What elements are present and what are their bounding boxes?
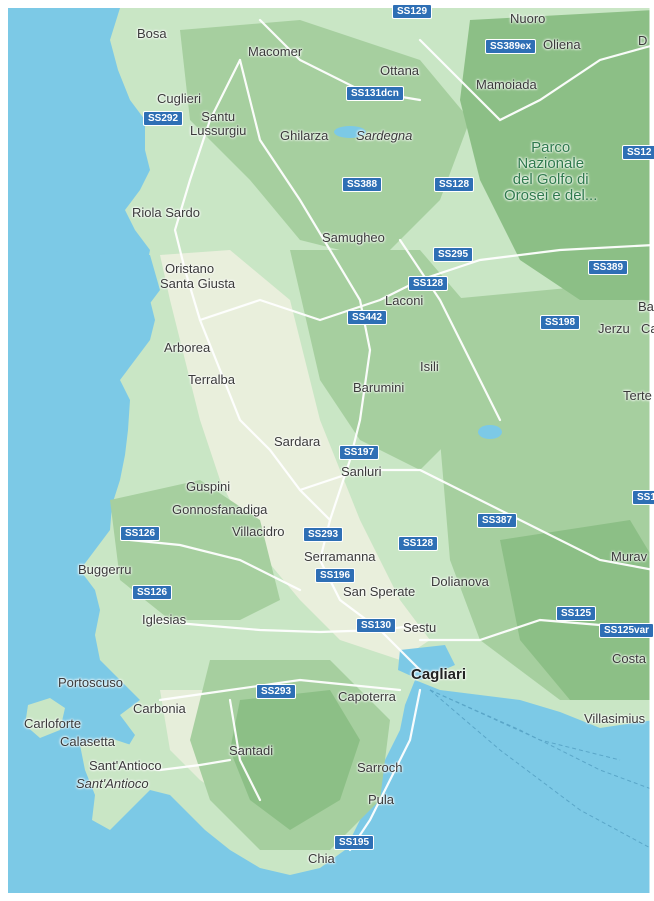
road-shield-ss128-laconi[interactable]: SS128 [408, 276, 449, 291]
stagno-cagliari [398, 645, 455, 680]
place-barumini[interactable]: Barumini [353, 380, 405, 395]
place-terte-cut[interactable]: Terte [623, 388, 652, 403]
place-oristano[interactable]: Oristano [165, 261, 215, 276]
place-ottana[interactable]: Ottana [380, 63, 420, 78]
lake-omodeo [334, 126, 366, 138]
place-ca-cut[interactable]: Ca [641, 321, 654, 336]
place-iglesias[interactable]: Iglesias [142, 612, 187, 627]
place-villacidro[interactable]: Villacidro [232, 524, 285, 539]
lake-flumendosa [478, 425, 502, 439]
place-bosa[interactable]: Bosa [137, 26, 167, 41]
place-oliena[interactable]: Oliena [543, 37, 581, 52]
island-label-sant-antioco[interactable]: Sant'Antioco [76, 776, 149, 791]
road-shield-ss125var[interactable]: SS125var [599, 623, 654, 638]
place-mamoiada[interactable]: Mamoiada [476, 77, 537, 92]
place-terralba[interactable]: Terralba [188, 372, 235, 387]
place-san-sperate[interactable]: San Sperate [343, 584, 416, 599]
place-sant-antioco[interactable]: Sant'Antioco [89, 758, 162, 773]
road-shield-ss389ex[interactable]: SS389ex [485, 39, 537, 54]
place-cagliari[interactable]: Cagliari [411, 666, 467, 683]
island-sant-antioco [80, 738, 160, 830]
place-santa-giusta[interactable]: Santa Giusta [160, 276, 236, 291]
road-shield-ss125[interactable]: SS125 [556, 606, 597, 621]
road-shield-ss293-carbonia[interactable]: SS293 [256, 684, 297, 699]
place-serramanna[interactable]: Serramanna [304, 549, 376, 564]
place-gonnosfanadiga[interactable]: Gonnosfanadiga [172, 502, 268, 517]
mountains-gennargentu [460, 10, 654, 300]
place-santadi[interactable]: Santadi [229, 743, 274, 758]
road-shield-ss442[interactable]: SS442 [347, 310, 388, 325]
place-samugheo[interactable]: Samugheo [322, 230, 385, 245]
place-pula[interactable]: Pula [368, 792, 395, 807]
place-laconi[interactable]: Laconi [385, 293, 424, 308]
place-chia[interactable]: Chia [308, 851, 335, 866]
place-portoscuso[interactable]: Portoscuso [58, 675, 124, 690]
place-nuoro[interactable]: Nuoro [510, 11, 546, 26]
road-shield-ss389[interactable]: SS389 [588, 260, 629, 275]
mountains-sulcis [230, 690, 360, 830]
hills-north [180, 20, 470, 260]
place-guspini[interactable]: Guspini [186, 479, 231, 494]
road-shield-ss387[interactable]: SS387 [477, 513, 518, 528]
road-shield-ss128-north[interactable]: SS128 [434, 177, 475, 192]
campidano-plain [160, 250, 430, 660]
region-sardegna[interactable]: Sardegna [356, 128, 413, 143]
road-shield-ss388[interactable]: SS388 [342, 177, 383, 192]
place-sarroch[interactable]: Sarroch [357, 760, 403, 775]
road-shield-ss130[interactable]: SS130 [356, 618, 397, 633]
road-shield-ss198[interactable]: SS198 [540, 315, 581, 330]
place-calasetta[interactable]: Calasetta [60, 734, 115, 749]
road-shield-ss129[interactable]: SS129 [392, 4, 433, 19]
place-murav-cut[interactable]: Murav [611, 549, 648, 564]
park-golfo-orosei[interactable]: Parco Nazionale del Golfo di Orosei e de… [504, 139, 598, 204]
road-shield-ss295[interactable]: SS295 [433, 247, 474, 262]
road-shield-ss1-cut[interactable]: SS1 [632, 490, 654, 505]
place-capoterra[interactable]: Capoterra [338, 689, 396, 704]
place-d-cut[interactable]: D [638, 33, 648, 48]
road-shield-ss196[interactable]: SS196 [315, 568, 356, 583]
place-costa-cut[interactable]: Costa [612, 651, 646, 666]
road-shield-ss197[interactable]: SS197 [339, 445, 380, 460]
place-jerzu[interactable]: Jerzu [598, 321, 630, 336]
place-ba-cut[interactable]: Ba [638, 299, 654, 314]
place-santu-lussurgiu[interactable]: Santu Lussurgiu [190, 109, 247, 138]
road-shield-ss12[interactable]: SS12 [622, 145, 654, 160]
road-shield-ss131dcn[interactable]: SS131dcn [346, 86, 404, 101]
place-riola-sardo[interactable]: Riola Sardo [132, 205, 200, 220]
place-sardara[interactable]: Sardara [274, 434, 321, 449]
ferry-routes [429, 689, 654, 851]
road-shield-ss126-guspini[interactable]: SS126 [120, 526, 161, 541]
place-carloforte[interactable]: Carloforte [24, 716, 82, 731]
road-shield-ss128-south[interactable]: SS128 [398, 536, 439, 551]
road-shield-ss195[interactable]: SS195 [334, 835, 375, 850]
place-arborea[interactable]: Arborea [164, 340, 211, 355]
place-sanluri[interactable]: Sanluri [341, 464, 382, 479]
road-shield-ss126-buggerru[interactable]: SS126 [132, 585, 173, 600]
hills-central [290, 250, 480, 470]
place-buggerru[interactable]: Buggerru [78, 562, 132, 577]
road-network [118, 18, 654, 852]
place-carbonia[interactable]: Carbonia [133, 701, 186, 716]
place-cuglieri[interactable]: Cuglieri [157, 91, 202, 106]
place-villasimius[interactable]: Villasimius [584, 711, 646, 726]
place-dolianova[interactable]: Dolianova [431, 574, 489, 589]
road-shield-ss293-villacidro[interactable]: SS293 [303, 527, 344, 542]
place-isili[interactable]: Isili [420, 359, 439, 374]
place-ghilarza[interactable]: Ghilarza [280, 128, 329, 143]
gulf-oristano [8, 250, 160, 330]
place-macomer[interactable]: Macomer [248, 44, 303, 59]
island-carloforte [25, 698, 65, 738]
place-sestu[interactable]: Sestu [403, 620, 437, 635]
road-shield-ss292[interactable]: SS292 [143, 111, 184, 126]
